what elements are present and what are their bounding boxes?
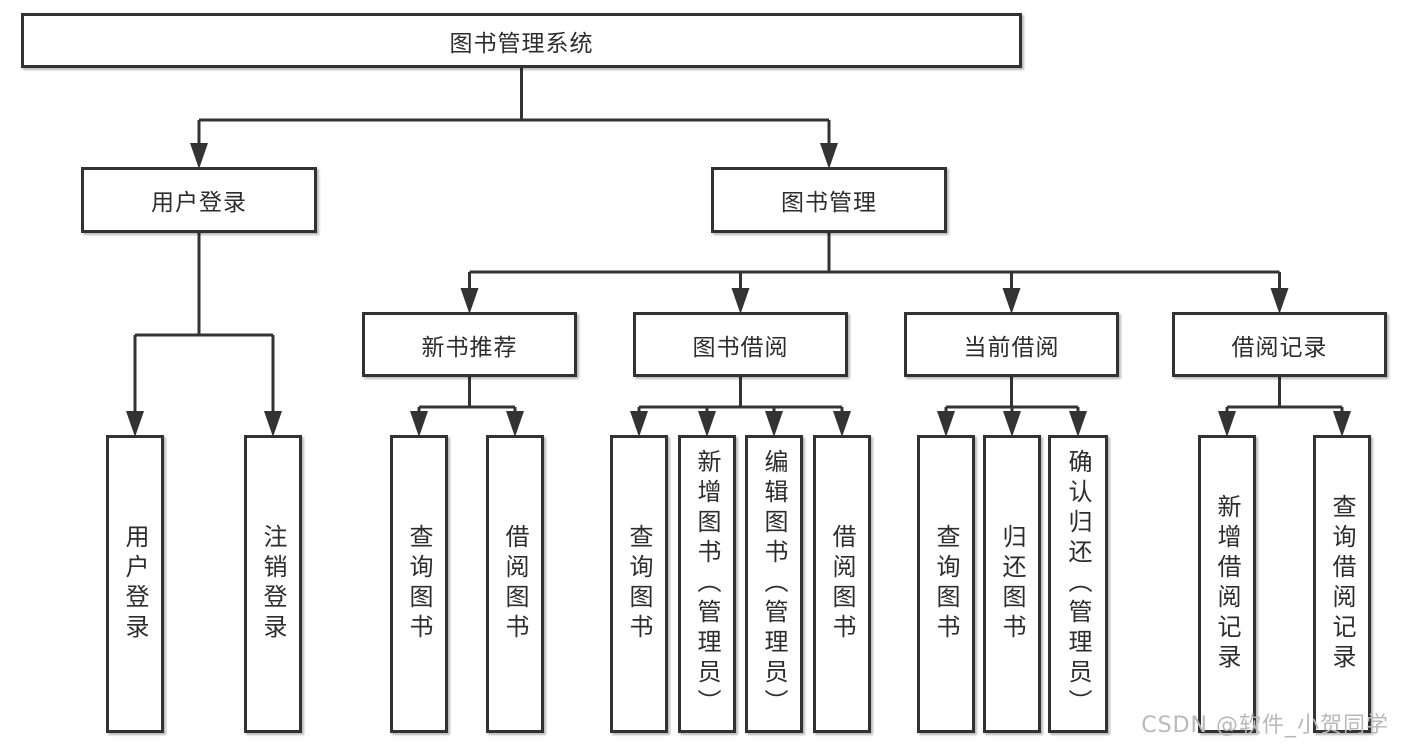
leaf-query-borrow-record: 查询借阅记录: [1313, 435, 1371, 733]
node-book-management: 图书管理: [711, 167, 947, 233]
leaf-logout: 注销登录: [244, 435, 302, 733]
leaf-borrow-books: 借阅图书: [813, 435, 871, 733]
node-book-borrowing: 图书借阅: [633, 312, 848, 377]
leaf-user-login: 用户登录: [106, 435, 164, 733]
leaf-confirm-return-admin: 确认归还（管理员）: [1048, 435, 1108, 733]
watermark: CSDN @软件_小贺同学: [1141, 713, 1389, 738]
node-new-book-recommendation: 新书推荐: [362, 312, 577, 377]
leaf-edit-books-admin: 编辑图书（管理员）: [745, 435, 803, 733]
leaf-return-books: 归还图书: [983, 435, 1041, 733]
leaf-query-books-current: 查询图书: [917, 435, 975, 733]
node-user-login: 用户登录: [81, 167, 317, 233]
leaf-query-books-recommend: 查询图书: [390, 435, 448, 733]
node-borrow-records: 借阅记录: [1172, 312, 1387, 377]
node-current-borrowing: 当前借阅: [904, 312, 1119, 377]
node-library-management-system: 图书管理系统: [21, 13, 1022, 68]
leaf-add-books-admin: 新增图书（管理员）: [678, 435, 736, 733]
leaf-query-books-borrow: 查询图书: [610, 435, 668, 733]
leaf-add-borrow-record: 新增借阅记录: [1198, 435, 1256, 733]
leaf-borrow-books-recommend: 借阅图书: [486, 435, 544, 733]
